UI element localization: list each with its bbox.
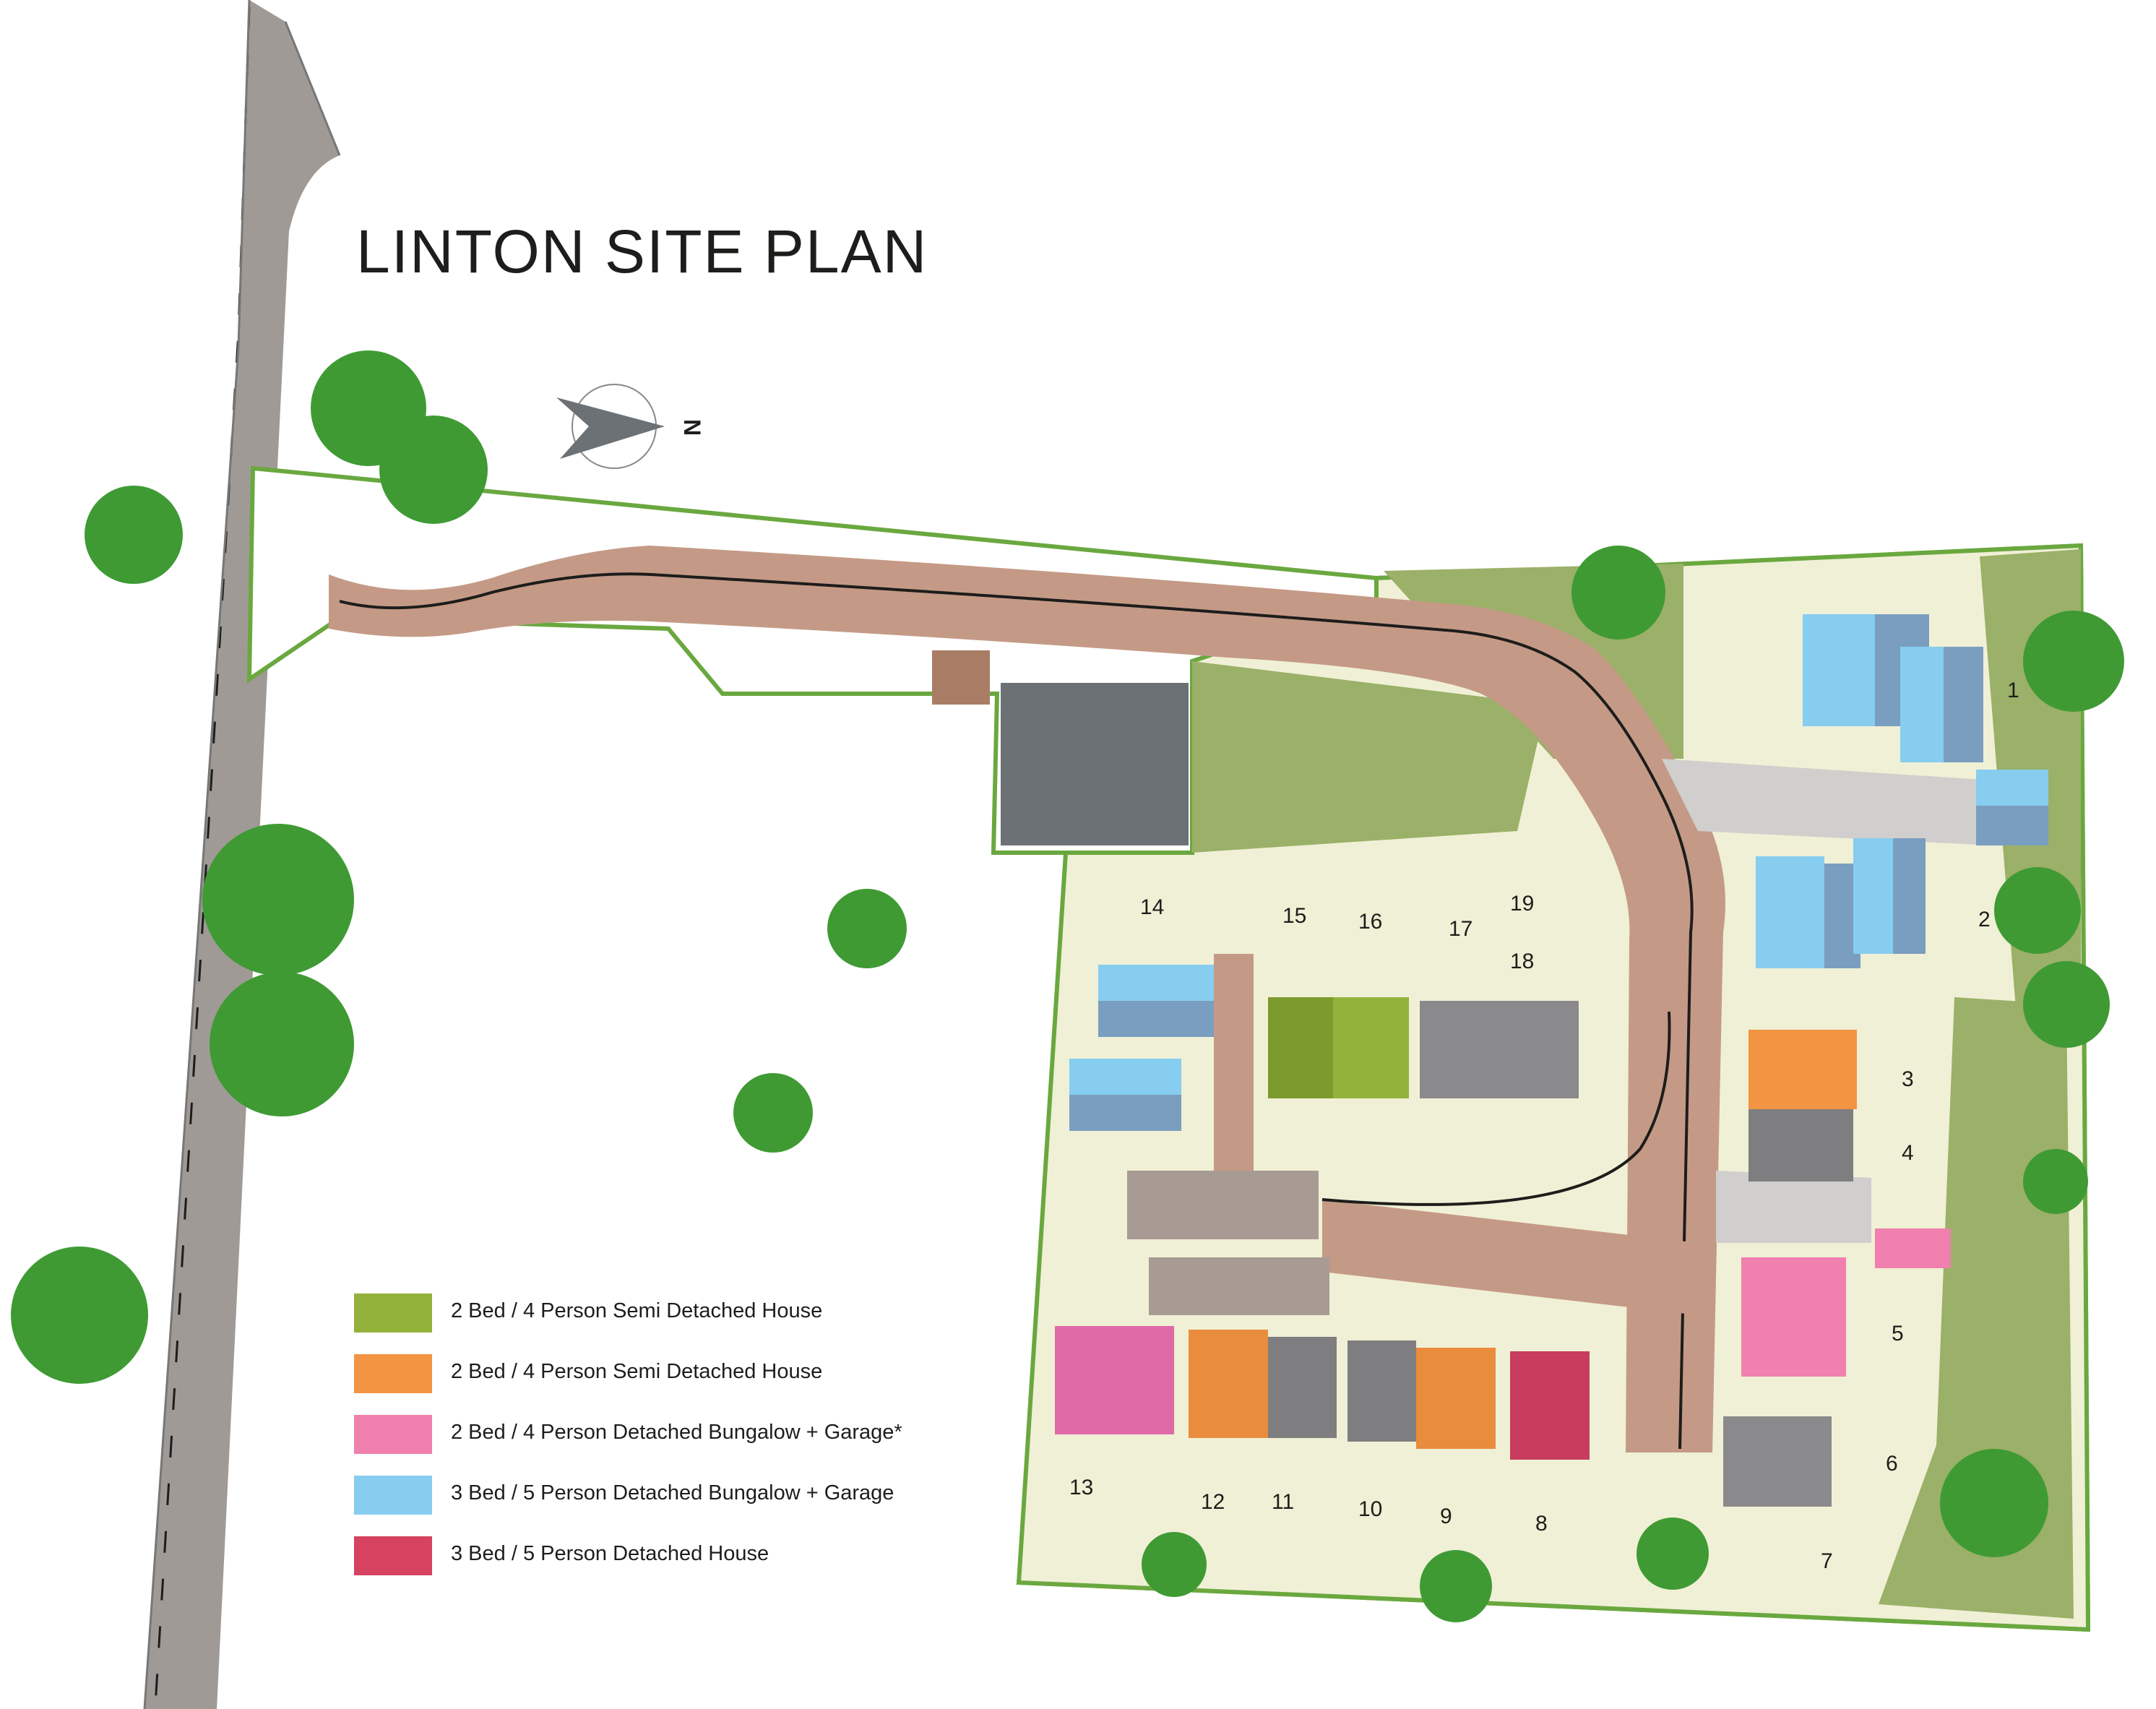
pink-bungalow-13 [1055, 1326, 1174, 1434]
plot-number: 16 [1358, 910, 1382, 934]
central-parking [1127, 1171, 1319, 1239]
legend-label: 3 Bed / 5 Person Detached Bungalow + Gar… [451, 1481, 894, 1504]
plot-number: 12 [1201, 1490, 1225, 1514]
page-title: LINTON SITE PLAN [356, 218, 928, 285]
legend-swatch [354, 1415, 432, 1454]
plot-number: 17 [1449, 917, 1472, 941]
grey-house-6 [1723, 1416, 1832, 1507]
plot-number: 7 [1821, 1549, 1833, 1573]
plot-number: 4 [1902, 1141, 1914, 1165]
car-park [1001, 683, 1189, 845]
trees [11, 350, 2124, 1622]
plot-numbers: 1 2 3 4 5 6 7 8 9 10 11 12 13 14 15 16 1… [1069, 679, 2019, 1573]
plot-number: 3 [1902, 1067, 1914, 1091]
plot-number: 13 [1069, 1476, 1093, 1499]
plot-number: 10 [1358, 1497, 1382, 1521]
legend-label: 2 Bed / 4 Person Semi Detached House [451, 1299, 823, 1322]
plot-number: 8 [1535, 1512, 1548, 1536]
plot-number: 19 [1510, 892, 1534, 916]
legend-label: 3 Bed / 5 Person Detached House [451, 1542, 769, 1565]
plot-number: 18 [1510, 950, 1534, 973]
plot-number: 15 [1282, 904, 1306, 928]
plot-number: 1 [2007, 679, 2019, 702]
legend-label: 2 Bed / 4 Person Semi Detached House [451, 1360, 823, 1383]
legend-swatch [354, 1536, 432, 1575]
access-road [329, 546, 1725, 1452]
red-house-8 [1510, 1351, 1590, 1460]
pink-bungalow-5 [1741, 1257, 1846, 1377]
orange-semi-12 [1189, 1330, 1268, 1438]
lower-lane [1716, 1171, 1871, 1243]
plot-number: 2 [1978, 908, 1991, 931]
grey-house-10 [1348, 1340, 1416, 1442]
blue-bungalows [1069, 614, 2048, 1131]
plot-number: 14 [1140, 895, 1164, 919]
plot-number: 11 [1272, 1490, 1294, 1514]
grey-houses-17 [1420, 1001, 1579, 1098]
parking-bay [932, 650, 990, 705]
orange-semi-3 [1748, 1030, 1857, 1109]
orange-semi-9 [1416, 1348, 1496, 1449]
legend-label: 2 Bed / 4 Person Detached Bungalow + Gar… [451, 1421, 902, 1444]
grey-house-4 [1748, 1109, 1853, 1181]
legend-swatch [354, 1293, 432, 1333]
plot-number: 9 [1440, 1504, 1452, 1528]
green-semis [1268, 997, 1409, 1098]
legend-swatch [354, 1354, 432, 1393]
legend-swatch [354, 1476, 432, 1515]
plot-number: 6 [1886, 1452, 1898, 1476]
plot-number: 5 [1892, 1322, 1904, 1346]
compass-north-label: N [679, 419, 705, 436]
side-lane [1662, 759, 1994, 845]
grey-house-11 [1268, 1337, 1337, 1438]
compass-icon: N [556, 384, 705, 469]
north-south-lane [1214, 954, 1254, 1171]
pink-garage [1875, 1228, 1951, 1268]
